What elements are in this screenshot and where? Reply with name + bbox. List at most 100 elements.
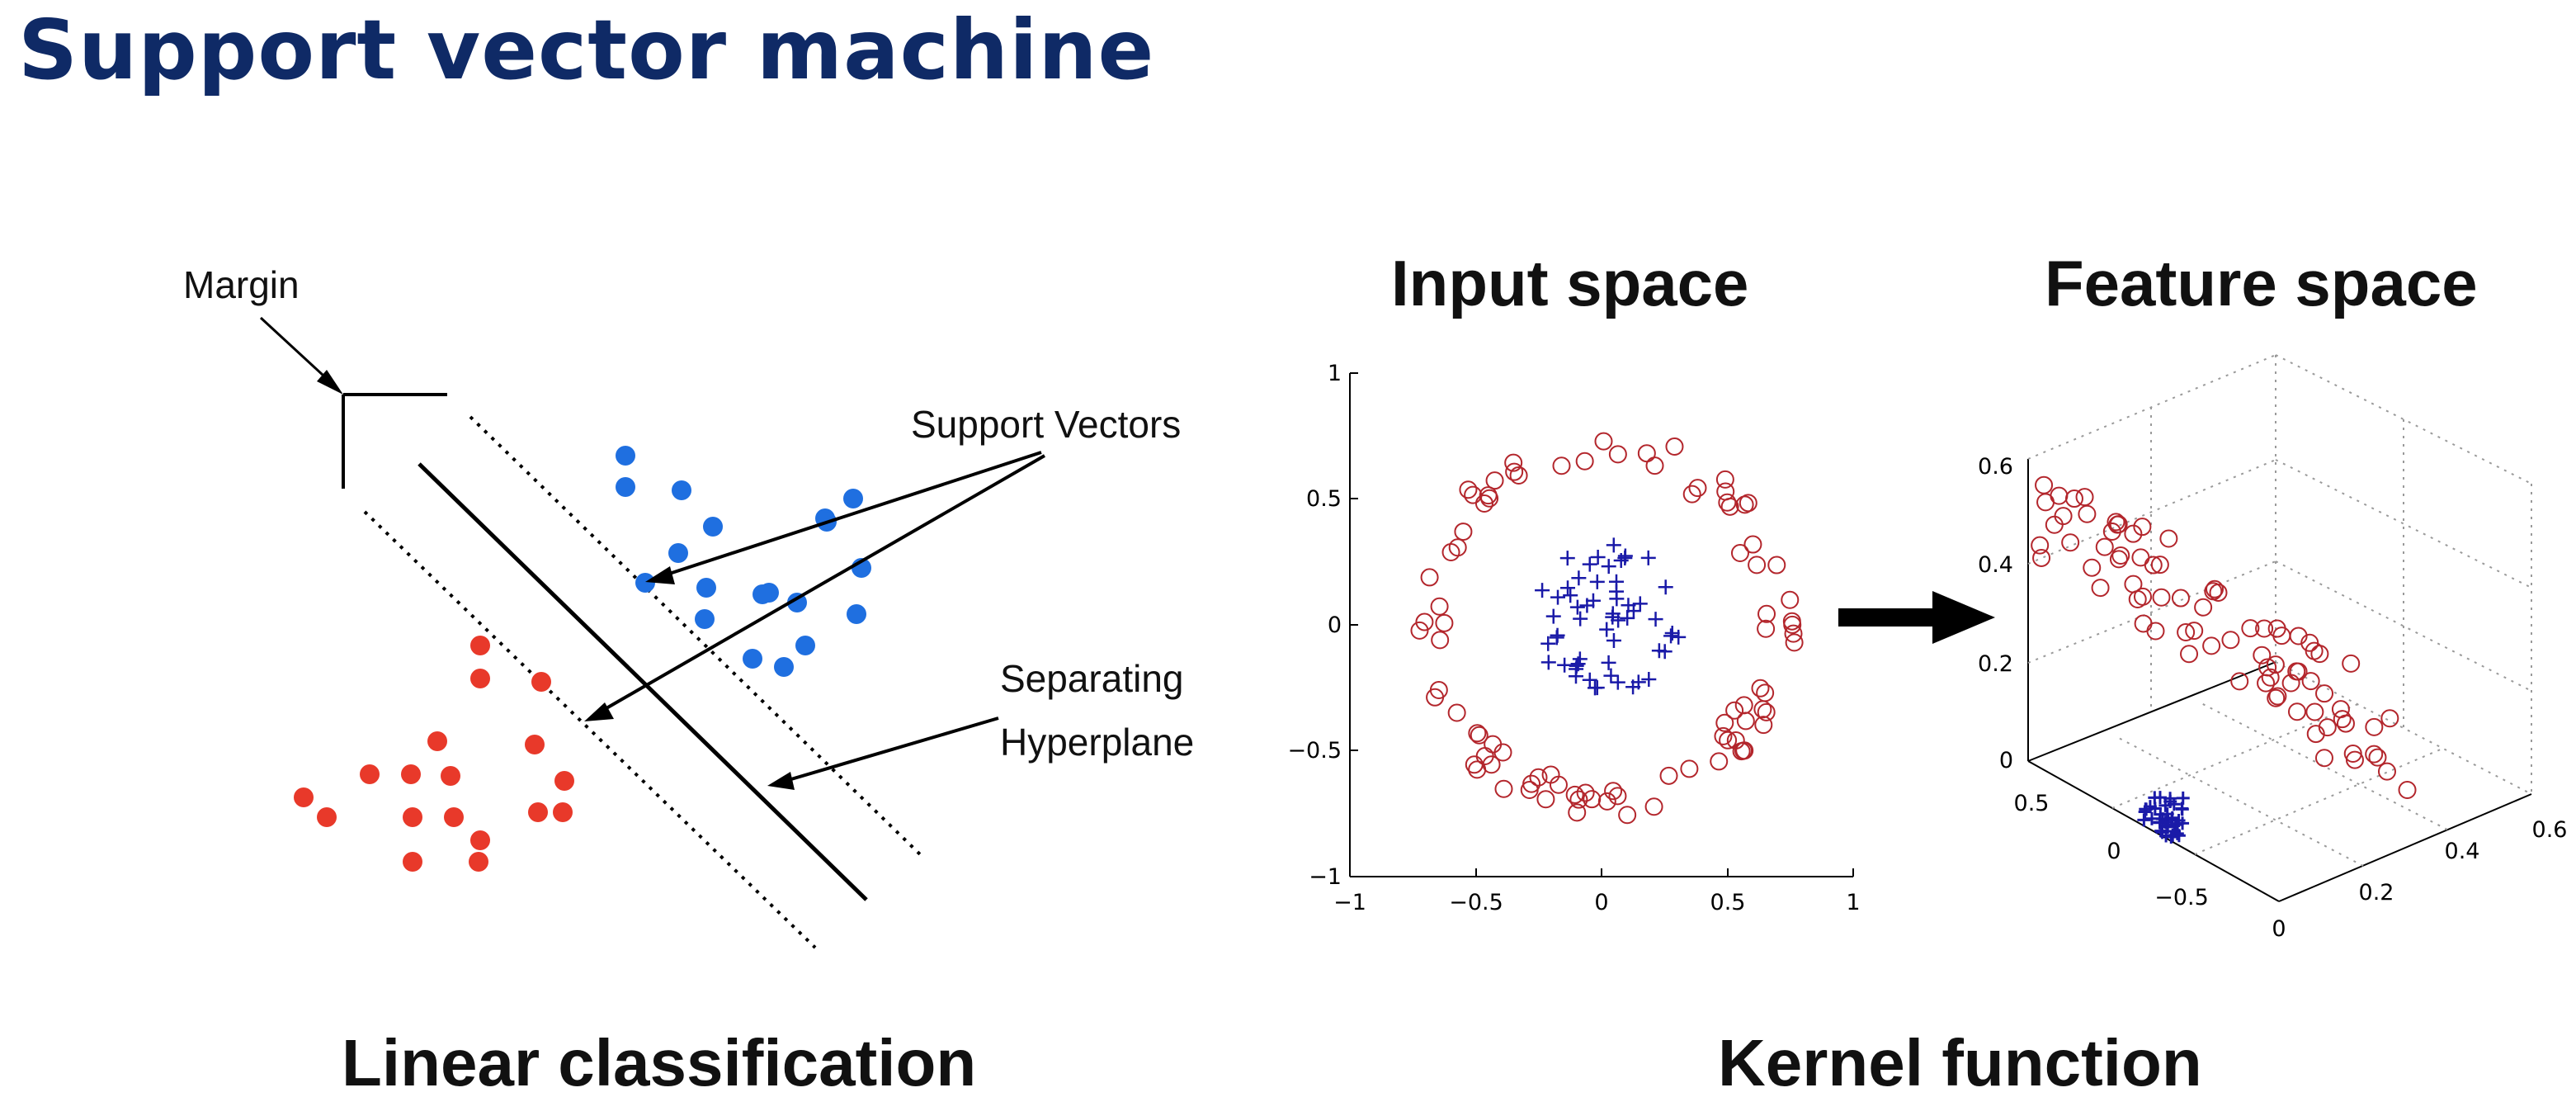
feature-outer-marker bbox=[2045, 515, 2064, 534]
inner-cluster-marker bbox=[1605, 609, 1621, 625]
feature-outer-marker bbox=[2206, 579, 2225, 598]
feature-outer-marker bbox=[2310, 645, 2329, 664]
inner-cluster-marker bbox=[1671, 629, 1687, 645]
feature-outer-marker bbox=[2305, 702, 2324, 721]
red-data-point bbox=[403, 807, 422, 827]
outer-ring-marker bbox=[1754, 716, 1773, 735]
feature-space-title: Feature space bbox=[2045, 247, 2478, 319]
outer-ring-marker bbox=[1493, 743, 1512, 762]
inner-cluster-marker bbox=[1585, 593, 1601, 608]
inner-cluster-marker bbox=[1545, 608, 1561, 624]
inner-cluster-marker bbox=[1632, 596, 1648, 612]
input-x-tick-label: 0.5 bbox=[1710, 890, 1746, 915]
blue-data-point bbox=[847, 604, 866, 624]
outer-ring-marker bbox=[1430, 597, 1449, 616]
feature-outer-marker bbox=[2185, 622, 2204, 641]
red-data-point bbox=[554, 771, 574, 791]
outer-ring-marker bbox=[1785, 633, 1804, 652]
outer-ring-marker bbox=[1665, 437, 1684, 456]
blue-data-point bbox=[795, 636, 815, 655]
feature-outer-marker bbox=[2061, 533, 2080, 552]
feature-outer-marker bbox=[2315, 684, 2334, 703]
feature-z-tick-label: 0.2 bbox=[1978, 651, 2013, 677]
outer-ring-marker bbox=[1682, 485, 1701, 504]
blue-data-point bbox=[695, 609, 715, 629]
feature-outer-marker bbox=[2261, 668, 2280, 687]
outer-ring-marker bbox=[1659, 766, 1678, 785]
feature-outer-marker bbox=[2036, 493, 2055, 512]
outer-ring-marker bbox=[1756, 683, 1775, 702]
red-class-points bbox=[294, 636, 574, 872]
support-vectors-label: Support Vectors bbox=[911, 403, 1182, 446]
outer-ring-marker bbox=[1474, 494, 1493, 513]
outer-ring-marker bbox=[1468, 760, 1487, 779]
outer-ring-marker bbox=[1751, 679, 1770, 698]
blue-class-points bbox=[616, 446, 871, 677]
outer-ring-marker bbox=[1757, 702, 1776, 721]
feature-outer-marker bbox=[2333, 710, 2352, 729]
blue-data-point bbox=[743, 649, 762, 669]
feature-outer-marker bbox=[2368, 748, 2387, 767]
outer-ring-marker bbox=[1435, 613, 1454, 632]
feature-outer-marker bbox=[2032, 548, 2051, 567]
feature-outer-marker bbox=[2281, 674, 2300, 693]
feature-outer-marker bbox=[2180, 645, 2199, 664]
outer-ring-marker bbox=[1479, 486, 1498, 505]
input-outer-ring-points bbox=[1410, 432, 1804, 825]
feature-outer-marker bbox=[2331, 700, 2350, 719]
outer-ring-marker bbox=[1743, 535, 1762, 554]
outer-ring-marker bbox=[1719, 731, 1738, 750]
blue-data-point bbox=[753, 584, 772, 604]
outer-ring-marker bbox=[1730, 544, 1749, 563]
outer-ring-marker bbox=[1594, 432, 1613, 451]
inner-cluster-marker bbox=[1601, 655, 1616, 670]
red-data-point bbox=[427, 731, 447, 751]
outer-ring-marker bbox=[1583, 790, 1602, 809]
outer-ring-marker bbox=[1576, 783, 1595, 802]
feature-outer-marker bbox=[2314, 749, 2333, 768]
outer-ring-marker bbox=[1644, 797, 1663, 816]
feature-outer-marker bbox=[2075, 488, 2094, 507]
inner-cluster-marker bbox=[1582, 672, 1597, 688]
red-data-point bbox=[294, 787, 314, 807]
outer-ring-marker bbox=[1505, 462, 1524, 481]
feature-outer-marker bbox=[2241, 619, 2260, 638]
feature-outer-marker bbox=[2054, 507, 2073, 526]
red-data-point bbox=[553, 802, 573, 822]
inner-cluster-marker bbox=[1610, 674, 1625, 690]
feature-inner-marker bbox=[2175, 802, 2189, 816]
feature-outer-marker bbox=[2134, 614, 2153, 633]
outer-ring-marker bbox=[1718, 493, 1737, 512]
outer-ring-marker bbox=[1608, 787, 1627, 806]
feature-outer-marker bbox=[2095, 537, 2114, 556]
feature-outer-marker bbox=[2031, 536, 2050, 555]
feature-outer-marker bbox=[2365, 717, 2384, 736]
feature-inner-marker bbox=[2153, 816, 2167, 830]
blue-data-point bbox=[843, 489, 863, 508]
feature-z-tick-label: 0.4 bbox=[1978, 552, 2013, 578]
red-data-point bbox=[528, 802, 548, 822]
red-data-point bbox=[403, 852, 422, 872]
inner-cluster-marker bbox=[1657, 644, 1673, 660]
input-x-tick-label: 0 bbox=[1594, 890, 1608, 915]
blue-data-point bbox=[668, 543, 688, 563]
feature-outer-marker bbox=[2202, 636, 2221, 655]
red-data-point bbox=[470, 830, 490, 850]
input-y-ticks bbox=[1350, 372, 1358, 751]
outer-ring-marker bbox=[1604, 782, 1623, 801]
feature-z-tick-label: 0.6 bbox=[1978, 454, 2013, 480]
outer-ring-marker bbox=[1485, 471, 1504, 490]
feature-x-tick-label: 0.2 bbox=[2359, 880, 2394, 906]
feature-outer-marker bbox=[2177, 622, 2196, 641]
outer-ring-marker bbox=[1569, 790, 1588, 809]
blue-data-point bbox=[672, 480, 691, 500]
feature-outer-marker bbox=[2194, 598, 2213, 617]
feature-inner-marker bbox=[2164, 830, 2178, 844]
hyperplane-arrow bbox=[767, 716, 999, 790]
separating-label-line1: Separating bbox=[1000, 657, 1184, 700]
support-vector-arrow-2 bbox=[584, 454, 1045, 721]
feature-outer-marker bbox=[2111, 546, 2130, 565]
feature-outer-marker bbox=[2146, 622, 2165, 641]
